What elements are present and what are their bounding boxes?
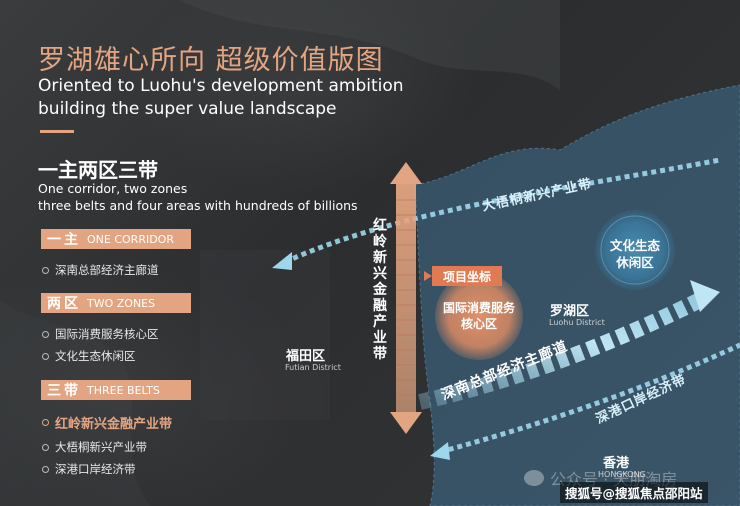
project-tag-box bbox=[432, 266, 502, 286]
section-cn: 一主 bbox=[47, 232, 81, 248]
title-en-line1: Oriented to Luohu's development ambition bbox=[38, 76, 404, 96]
luohu-region bbox=[414, 84, 740, 506]
datong-belt-arrowhead bbox=[272, 252, 292, 270]
consumption-zone-circle bbox=[435, 272, 523, 360]
subtitle-en-line2: three belts and four areas with hundreds… bbox=[38, 198, 358, 213]
hongkong-label: 香港 bbox=[603, 456, 630, 471]
list-item: 大梧桐新兴产业带 bbox=[42, 439, 147, 455]
list-item-label: 深南总部经济主廊道 bbox=[55, 263, 159, 277]
bullet-icon bbox=[42, 465, 49, 473]
title-accent-line bbox=[40, 130, 74, 133]
list-item: 深南总部经济主廊道 bbox=[42, 262, 159, 278]
hongling-belt-label: 红岭新兴金融产业带 bbox=[373, 218, 387, 362]
bullet-icon bbox=[42, 443, 49, 451]
section-three-belts: 三带 THREE BELTS bbox=[41, 380, 191, 400]
luohu-en-label: Luohu District bbox=[549, 318, 605, 327]
page-title: 罗湖雄心所向 超级价值版图 bbox=[38, 45, 384, 76]
subtitle-en-line1: One corridor, two zones bbox=[38, 181, 188, 196]
sohu-watermark: 搜狐号@搜狐焦点邵阳站 bbox=[560, 482, 708, 503]
futian-en-label: Futian District bbox=[285, 363, 341, 372]
section-one-corridor: 一主 ONE CORRIDOR bbox=[41, 229, 191, 249]
list-item-label: 文化生态休闲区 bbox=[55, 349, 136, 363]
futian-label: 福田区 bbox=[286, 349, 326, 364]
bullet-icon bbox=[42, 419, 49, 426]
section-en: THREE BELTS bbox=[87, 383, 160, 397]
bullet-icon bbox=[42, 266, 49, 274]
wechat-icon bbox=[524, 470, 544, 486]
bullet-icon bbox=[42, 330, 49, 338]
list-item-label: 大梧桐新兴产业带 bbox=[55, 440, 147, 454]
hongling-belt-arrow bbox=[390, 162, 422, 434]
project-tag-label: 项目坐标 bbox=[442, 270, 491, 284]
section-cn: 两区 bbox=[47, 296, 81, 312]
list-item-label: 红岭新兴金融产业带 bbox=[55, 417, 173, 432]
section-cn: 三带 bbox=[47, 383, 81, 399]
luohu-label: 罗湖区 bbox=[550, 304, 590, 319]
section-two-zones: 两区 TWO ZONES bbox=[41, 293, 191, 313]
datong-belt-arrow bbox=[283, 157, 721, 265]
hongkong-en-label: HONGKONG bbox=[598, 470, 646, 479]
section-en: ONE CORRIDOR bbox=[87, 232, 174, 246]
section-en: TWO ZONES bbox=[87, 296, 156, 310]
port-belt-arrowhead bbox=[430, 442, 450, 460]
consumption-zone-label: 国际消费服务核心区 bbox=[442, 301, 515, 331]
bullet-icon bbox=[42, 352, 49, 360]
culture-zone-circle bbox=[595, 210, 675, 290]
title-en-line2: building the super value landscape bbox=[38, 99, 337, 119]
list-item-label: 深港口岸经济带 bbox=[55, 462, 136, 476]
corridor-arrow bbox=[418, 280, 720, 410]
subtitle: 一主两区三带 bbox=[38, 158, 158, 182]
list-item: 深港口岸经济带 bbox=[42, 461, 136, 477]
subtitle-en: One corridor, two zones three belts and … bbox=[38, 180, 358, 214]
culture-zone-label: 文化生态休闲区 bbox=[609, 238, 660, 270]
terrain-texture bbox=[180, 0, 560, 90]
list-item: 国际消费服务核心区 bbox=[42, 326, 159, 342]
list-item-label: 国际消费服务核心区 bbox=[55, 327, 159, 341]
list-item: 红岭新兴金融产业带 bbox=[42, 413, 172, 432]
list-item: 文化生态休闲区 bbox=[42, 348, 136, 364]
